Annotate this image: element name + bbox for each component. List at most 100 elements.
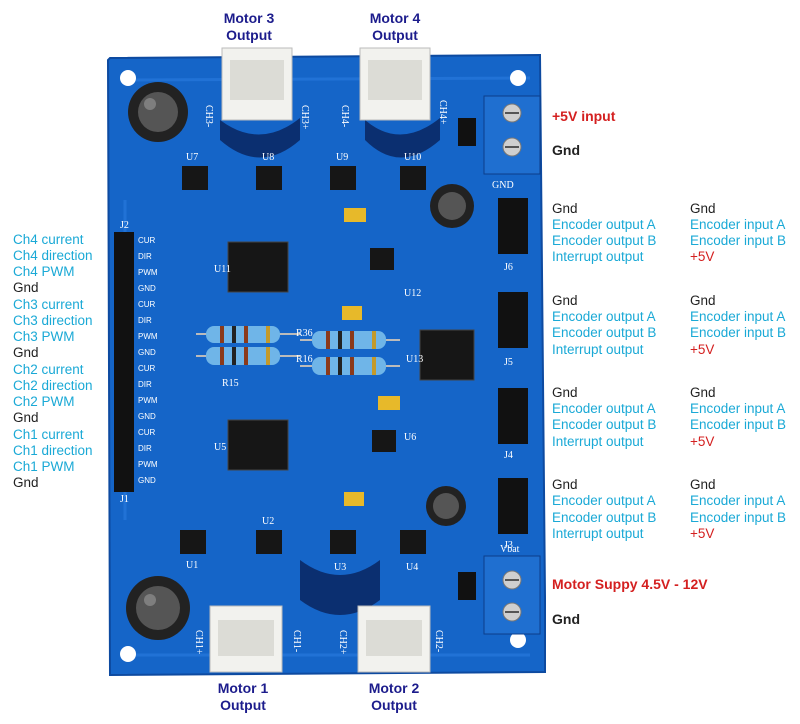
silk-gnd: GND xyxy=(492,180,514,191)
enc-in-gnd: Gnd xyxy=(690,293,716,308)
enc-out-gnd: Gnd xyxy=(552,385,578,400)
enc-out-b: Encoder output B xyxy=(552,510,657,525)
enc-in-gnd: Gnd xyxy=(690,477,716,492)
capacitor xyxy=(426,486,466,526)
silk-header-pin: CUR xyxy=(138,428,156,437)
motor3-output: Output xyxy=(226,27,272,43)
pin-label-ch3-current: Ch3 current xyxy=(13,297,84,312)
enc-out-b: Encoder output B xyxy=(552,233,657,248)
pin-label-ch4-pwm: Ch4 PWM xyxy=(13,264,75,279)
silk-header-pin: PWM xyxy=(138,460,158,469)
enc-out-b: Encoder output B xyxy=(552,417,657,432)
motor-supply-gnd-label: Gnd xyxy=(552,611,580,627)
pin-label-gnd: Gnd xyxy=(13,280,39,295)
resistor-r16 xyxy=(300,357,400,375)
motor2-name: Motor 2 xyxy=(368,680,420,696)
enc-in-a: Encoder input A xyxy=(690,217,786,232)
enc-out-b: Encoder output B xyxy=(552,325,657,340)
pcb-dark-region xyxy=(220,118,300,158)
enc-in-a: Encoder input A xyxy=(690,401,786,416)
connector-motor4 xyxy=(359,47,431,121)
resistor xyxy=(196,326,300,343)
silk-j3: J3 xyxy=(504,540,513,551)
silk-u11: U11 xyxy=(214,264,231,275)
silk-r16: R16 xyxy=(296,354,313,365)
silk-u9: U9 xyxy=(336,152,348,163)
tantalum-capacitor xyxy=(342,208,400,506)
mounting-hole xyxy=(120,70,136,86)
encoder-header xyxy=(498,198,528,254)
power-5v-gnd-label: Gnd xyxy=(552,142,580,158)
pin-label-gnd: Gnd xyxy=(13,345,39,360)
silk-header-pin: PWM xyxy=(138,396,158,405)
enc-in-gnd: Gnd xyxy=(690,201,716,216)
enc-out-a: Encoder output A xyxy=(552,401,656,416)
ic-u5 xyxy=(227,419,289,471)
silk-u8: U8 xyxy=(262,152,274,163)
silk-u2: U2 xyxy=(262,516,274,527)
mounting-hole xyxy=(120,646,136,662)
interrupt-out: Interrupt output xyxy=(552,526,644,541)
silk-u10: U10 xyxy=(404,152,421,163)
enc-5v: +5V xyxy=(690,342,715,357)
interrupt-out: Interrupt output xyxy=(552,342,644,357)
enc-in-b: Encoder input B xyxy=(690,233,787,248)
pin-label-gnd: Gnd xyxy=(13,410,39,425)
silk-r15: R15 xyxy=(222,378,239,389)
silk-ch1-plus: CH1+ xyxy=(193,630,204,655)
pin-label-ch3-direction: Ch3 direction xyxy=(13,313,93,328)
encoder-header xyxy=(498,478,528,534)
resistor-r36 xyxy=(300,331,400,349)
pin-label-gnd: Gnd xyxy=(13,475,39,490)
enc-out-a: Encoder output A xyxy=(552,493,656,508)
silk-vbat: Vbat xyxy=(500,544,520,555)
pin-label-ch2-pwm: Ch2 PWM xyxy=(13,394,75,409)
pin-label-ch1-current: Ch1 current xyxy=(13,427,84,442)
silk-u6: U6 xyxy=(404,432,416,443)
silk-header-pin: GND xyxy=(138,476,156,485)
silk-header-pin: GND xyxy=(138,348,156,357)
enc-out-gnd: Gnd xyxy=(552,477,578,492)
mounting-hole xyxy=(510,70,526,86)
capacitor xyxy=(126,576,190,640)
capacitor xyxy=(128,82,188,142)
enc-5v: +5V xyxy=(690,249,715,264)
silk-header-pin: CUR xyxy=(138,300,156,309)
enc-in-b: Encoder input B xyxy=(690,510,787,525)
silk-u12: U12 xyxy=(404,288,421,299)
silk-j6: J6 xyxy=(504,262,513,273)
pcb-dark-region xyxy=(300,560,380,615)
silk-header-pin: PWM xyxy=(138,268,158,277)
motor1-name: Motor 1 xyxy=(217,680,269,696)
enc-out-a: Encoder output A xyxy=(552,217,656,232)
silk-header-pin: DIR xyxy=(138,316,152,325)
motor1-output: Output xyxy=(220,697,266,713)
small-ic xyxy=(180,166,426,554)
terminal-block-5v xyxy=(483,95,541,175)
enc-5v: +5V xyxy=(690,434,715,449)
silk-j4: J4 xyxy=(504,450,513,461)
silk-ch3-minus: CH3- xyxy=(203,105,214,127)
motor2-output: Output xyxy=(371,697,417,713)
silk-u3: U3 xyxy=(334,562,346,573)
header-j1-j2 xyxy=(114,232,134,492)
silk-ch3-plus: CH3+ xyxy=(299,105,310,130)
silk-u4: U4 xyxy=(406,562,418,573)
silk-header-pin: PWM xyxy=(138,332,158,341)
silk-u7: U7 xyxy=(186,152,198,163)
enc-out-gnd: Gnd xyxy=(552,293,578,308)
encoder-header xyxy=(498,292,528,348)
enc-in-gnd: Gnd xyxy=(690,385,716,400)
silk-header-pin: GND xyxy=(138,284,156,293)
interrupt-out: Interrupt output xyxy=(552,249,644,264)
resistor-r15 xyxy=(196,347,300,365)
pin-label-ch1-pwm: Ch1 PWM xyxy=(13,459,75,474)
silk-header-pin: CUR xyxy=(138,236,156,245)
pin-label-ch1-direction: Ch1 direction xyxy=(13,443,93,458)
connector-motor2 xyxy=(357,605,431,673)
enc-in-b: Encoder input B xyxy=(690,417,787,432)
capacitor xyxy=(430,184,474,228)
encoder-header xyxy=(498,388,528,444)
silk-header-pin: GND xyxy=(138,412,156,421)
silk-header-pin: DIR xyxy=(138,444,152,453)
